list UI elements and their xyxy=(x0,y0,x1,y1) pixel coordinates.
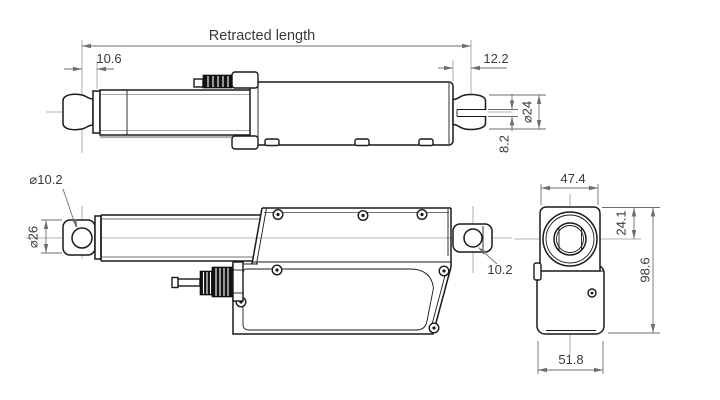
end-view xyxy=(514,194,641,355)
dim-axis-offset: 24.1 xyxy=(614,210,629,235)
outer-housing-top xyxy=(231,71,454,150)
top-view xyxy=(46,40,512,153)
front-mounting-hole xyxy=(71,227,93,249)
side-view xyxy=(26,206,512,335)
gland-bracket-top xyxy=(231,71,259,89)
end-view-side-tab xyxy=(533,262,542,281)
dim-rear-pin-offset: 12.2 xyxy=(483,51,508,66)
dim-end-bottom-width: 51.8 xyxy=(558,352,583,367)
extension-tube-side xyxy=(100,214,261,262)
rod-flange xyxy=(92,90,101,134)
cable-gland-side xyxy=(171,261,244,302)
dim-front-pin-offset: 10.6 xyxy=(96,51,121,66)
dim-front-hole-diameter: ⌀10.2 xyxy=(29,172,62,187)
dim-front-clevis-diameter: ⌀26 xyxy=(26,226,41,248)
dim-rear-slot-width: 8.2 xyxy=(497,135,512,153)
rear-mounting-hole xyxy=(463,228,483,248)
gland-bracket-bottom xyxy=(231,135,259,150)
end-view-top-section xyxy=(539,206,601,272)
cable-gland-top xyxy=(193,74,233,89)
rod-end-knob xyxy=(62,93,94,131)
dim-retracted-length: Retracted length xyxy=(209,28,315,44)
motor-housing xyxy=(232,263,452,335)
rear-clevis-fork xyxy=(452,93,488,131)
dimensions-end-view: 47.4 24.1 98.6 51.8 xyxy=(537,171,660,374)
outer-housing-side xyxy=(251,207,452,267)
end-view-bottom-section xyxy=(536,264,605,335)
dimensions-top-view: Retracted length 10.6 12.2 ⌀24 8.2 xyxy=(64,28,546,153)
front-clevis xyxy=(62,215,102,260)
dim-rear-hole-diameter: 10.2 xyxy=(487,262,512,277)
rod-end-bore xyxy=(553,222,587,256)
dim-end-top-width: 47.4 xyxy=(560,171,585,186)
dim-rear-clevis-diameter: ⌀24 xyxy=(520,101,535,123)
screws-side-view xyxy=(235,208,450,334)
dim-overall-height: 98.6 xyxy=(638,257,653,282)
dimensions-side-view: ⌀26 ⌀10.2 10.2 xyxy=(26,172,513,277)
extension-tube-top xyxy=(99,89,259,139)
rear-mounting-tab xyxy=(452,223,493,253)
